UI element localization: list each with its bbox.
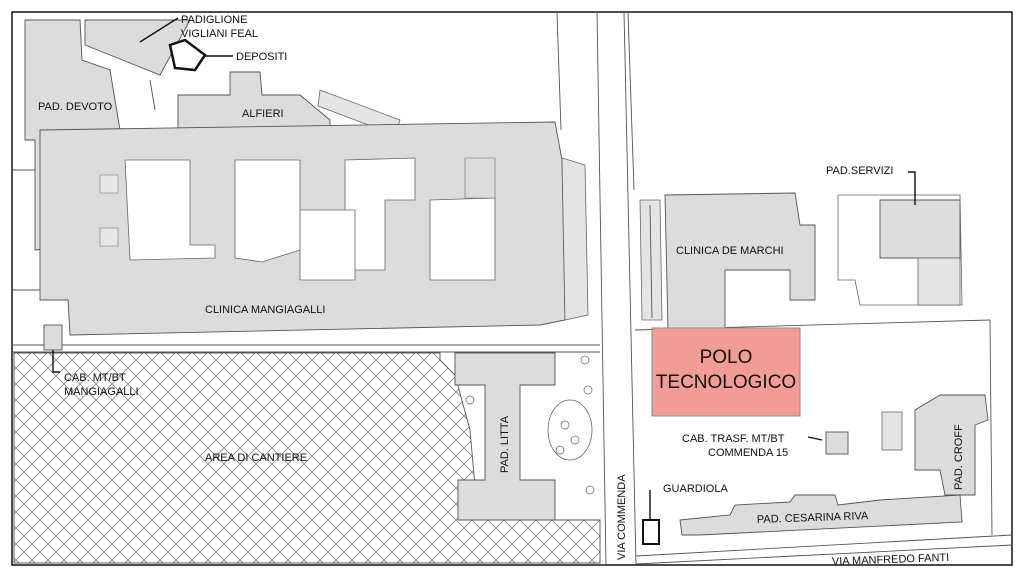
label-padiglione-line1: PADIGLIONE [181, 14, 247, 26]
label-pad-litta: PAD. LITTA [499, 415, 511, 473]
label-via-manfredo-fanti: VIA MANFREDO FANTI [832, 552, 950, 568]
label-polo-line2: TECNOLOGICO [656, 372, 796, 393]
construction-area [13, 352, 601, 564]
pad-croff-building [914, 394, 989, 496]
polo-tecnologico-area [651, 327, 801, 417]
pad-litta-building [454, 352, 556, 521]
label-pad-croff: PAD. CROFF [953, 424, 965, 490]
pad-servizi-annex [917, 257, 961, 306]
pad-cesarina-riva-building [679, 494, 963, 536]
cab-trasf-commenda-building [825, 431, 849, 455]
label-guardiola: GUARDIOLA [663, 483, 728, 495]
label-cab-trasf-line1: CAB. TRASF. MT/BT [682, 433, 785, 445]
guardiola-building [642, 519, 660, 545]
label-padiglione-line2: VIGLIANI FEAL [181, 28, 258, 40]
label-pad-devoto: PAD. DEVOTO [38, 101, 113, 113]
cab-mangiagalli-building [43, 324, 63, 351]
label-area-di-cantiere: AREA DI CANTIERE [205, 452, 307, 464]
label-pad-servizi: PAD.SERVIZI [826, 165, 893, 177]
pad-servizi-building [879, 199, 961, 259]
label-pad-cesarina-riva: PAD. CESARINA RIVA [757, 510, 869, 526]
label-alfieri: ALFIERI [242, 108, 284, 120]
label-polo-line1: POLO [700, 347, 753, 368]
label-cab-trasf-line2: COMMENDA 15 [708, 447, 788, 459]
mangiagalli-courtyards [99, 157, 496, 281]
pad-servizi-enclosure [837, 194, 963, 306]
label-cab-mangiagalli-line1: CAB. MT/BT [64, 372, 126, 384]
label-via-commenda: VIA COMMENDA [616, 474, 628, 560]
label-clinica-de-marchi: CLINICA DE MARCHI [676, 245, 784, 257]
label-depositi: DEPOSITI [236, 51, 287, 63]
label-cab-mangiagalli-line2: MANGIAGALLI [64, 386, 139, 398]
depositi-building [168, 38, 207, 72]
label-clinica-mangiagalli: CLINICA MANGIAGALLI [205, 304, 325, 316]
litta-garden [465, 355, 595, 495]
leader-lines [52, 17, 916, 520]
padiglione-vigliani-building [84, 19, 191, 76]
mangiagalli-east-wing [561, 157, 589, 321]
small-block [881, 411, 903, 451]
